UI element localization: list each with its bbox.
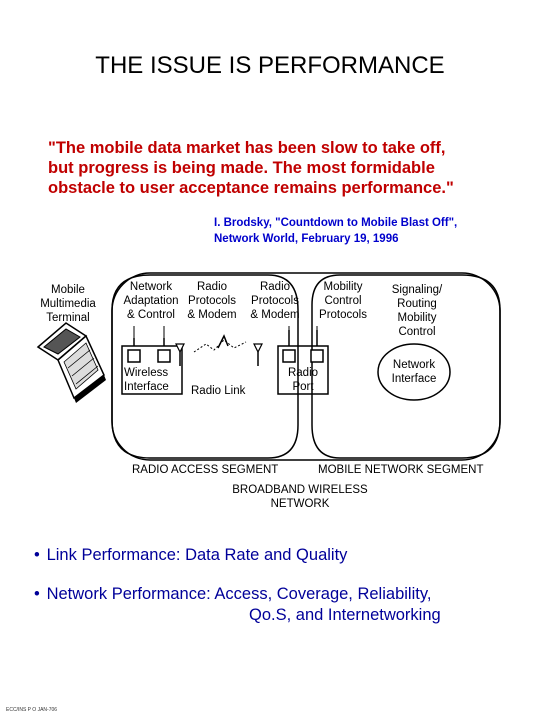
radio-port-box: [277, 345, 329, 395]
quote: "The mobile data market has been slow to…: [48, 138, 518, 198]
network-adaptation-label: Network Adaptation & Control: [123, 281, 179, 321]
wireless-interface-box: [121, 345, 183, 395]
laptop-icon: [36, 322, 106, 403]
network-interface-label: Network Interface: [391, 359, 437, 385]
radio-protocols-label: Radio Protocols & Modem: [250, 281, 300, 321]
radio-link-label: Radio Link: [191, 385, 246, 397]
citation-line-2: Network World, February 19, 1996: [214, 233, 399, 245]
radio-access-segment-label: RADIO ACCESS SEGMENT: [132, 464, 279, 476]
signaling-label: Signaling/ Routing Mobility Control: [391, 284, 443, 338]
radio-protocols-label: Radio Protocols & Modem: [187, 281, 237, 321]
quote-line-1: "The mobile data market has been slow to…: [48, 139, 446, 157]
antenna-icon: [175, 343, 185, 366]
radio-port-label: Radio Port: [287, 367, 319, 393]
terminal-label: Mobile Multimedia Terminal: [40, 284, 96, 324]
bullet-network-performance-continued: Qo.S, and Internetworking: [249, 606, 441, 624]
mobility-control-label: Mobility Control Protocols: [319, 281, 367, 321]
bullet-link-performance: • Link Performance: Data Rate and Qualit…: [34, 546, 348, 564]
citation: I. Brodsky, "Countdown to Mobile Blast O…: [214, 215, 457, 247]
mobile-network-segment-label: MOBILE NETWORK SEGMENT: [318, 464, 484, 476]
radio-access-segment-outline: [111, 274, 299, 459]
broadband-network-label: BROADBAND WIRELESS NETWORK: [232, 484, 368, 510]
mobile-network-segment-outline: [311, 274, 501, 459]
quote-line-3: obstacle to user acceptance remains perf…: [48, 179, 454, 197]
wireless-interface-label: Wireless Interface: [124, 367, 169, 393]
radio-link-signal: [193, 339, 247, 353]
quote-line-2: but progress is being made. The most for…: [48, 159, 435, 177]
footer-code: ECC/INS P O JAN-706: [6, 707, 58, 713]
page-title: THE ISSUE IS PERFORMANCE: [95, 52, 445, 79]
bullet-icon: •: [34, 546, 40, 564]
citation-line-1: I. Brodsky, "Countdown to Mobile Blast O…: [214, 217, 458, 229]
bullet-icon: •: [34, 585, 40, 603]
bullet-network-performance: • Network Performance: Access, Coverage,…: [34, 585, 432, 603]
antenna-icon: [253, 343, 263, 366]
network-interface-ellipse: [377, 343, 451, 401]
